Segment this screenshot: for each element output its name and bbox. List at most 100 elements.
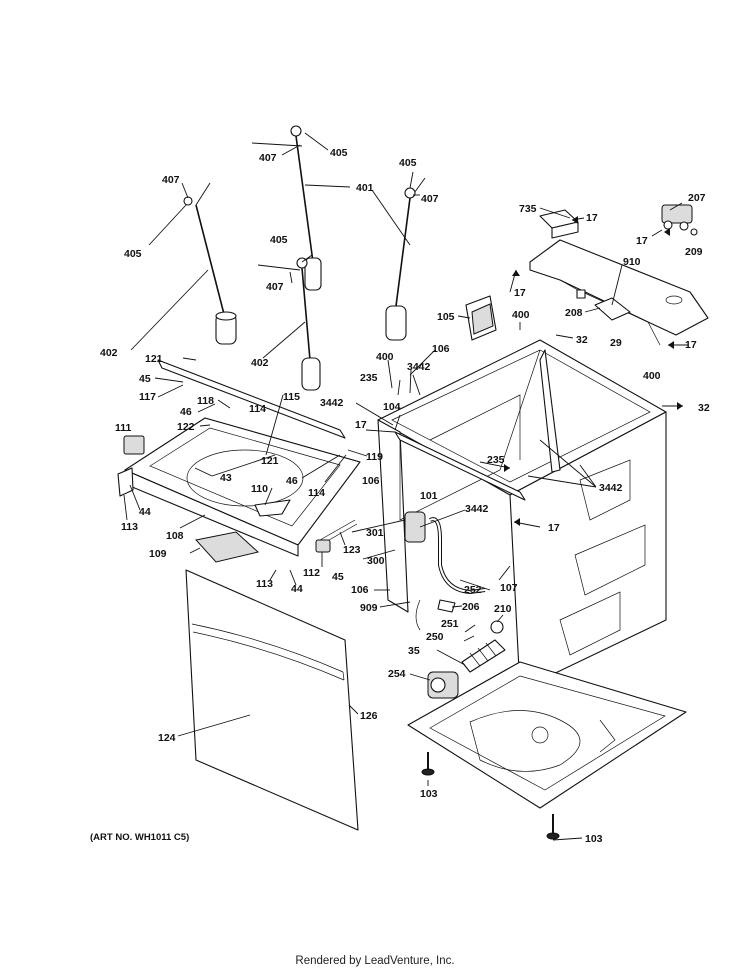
label-407: 407 xyxy=(259,152,277,164)
label-17: 17 xyxy=(514,287,526,299)
label-114: 114 xyxy=(249,403,266,415)
drain-hose-250 xyxy=(461,620,506,673)
label-910: 910 xyxy=(623,256,641,268)
label-123: 123 xyxy=(343,544,361,556)
label-104: 104 xyxy=(383,401,401,413)
label-44: 44 xyxy=(291,583,303,595)
suspension-rod-center xyxy=(251,125,322,291)
label-114: 114 xyxy=(308,487,325,499)
label-17: 17 xyxy=(636,235,648,247)
label-117: 117 xyxy=(139,391,156,403)
suspension-rod-right xyxy=(385,177,426,341)
label-45: 45 xyxy=(332,571,344,583)
label-119: 119 xyxy=(366,451,383,463)
drain-hose-assembly xyxy=(404,511,486,631)
label-32: 32 xyxy=(698,402,710,414)
label-101: 101 xyxy=(420,490,438,502)
label-103: 103 xyxy=(420,788,438,800)
top-cover-108 xyxy=(124,417,361,557)
label-106: 106 xyxy=(432,343,450,355)
label-109: 109 xyxy=(149,548,167,560)
label-105: 105 xyxy=(437,311,455,323)
label-121: 121 xyxy=(261,455,279,467)
label-3442: 3442 xyxy=(465,503,489,515)
label-405: 405 xyxy=(399,157,417,169)
label-17: 17 xyxy=(586,212,598,224)
label-301: 301 xyxy=(366,527,384,539)
label-235: 235 xyxy=(360,372,378,384)
label-251: 251 xyxy=(441,618,459,630)
cabinet-frame xyxy=(377,339,667,691)
valve-assembly-207 xyxy=(661,204,698,236)
label-402: 402 xyxy=(251,357,269,369)
label-29: 29 xyxy=(610,337,622,349)
label-235: 235 xyxy=(487,454,505,466)
label-118: 118 xyxy=(197,395,214,407)
label-250: 250 xyxy=(426,631,444,643)
label-107: 107 xyxy=(500,582,518,594)
label-43: 43 xyxy=(220,472,232,484)
leveling-leg-right xyxy=(546,814,560,840)
suspension-rod-left xyxy=(183,182,237,345)
label-110: 110 xyxy=(251,483,268,495)
label-106: 106 xyxy=(351,584,369,596)
label-206: 206 xyxy=(462,601,480,613)
label-400: 400 xyxy=(643,370,661,382)
label-207: 207 xyxy=(688,192,706,204)
leader-lines xyxy=(123,132,688,841)
label-405: 405 xyxy=(270,234,288,246)
label-32: 32 xyxy=(576,334,588,346)
label-400: 400 xyxy=(512,309,530,321)
module-105 xyxy=(465,295,497,341)
label-400: 400 xyxy=(376,351,394,363)
label-407: 407 xyxy=(162,174,180,186)
label-3442: 3442 xyxy=(407,361,431,373)
label-405: 405 xyxy=(330,147,348,159)
label-909: 909 xyxy=(360,602,378,614)
label-407: 407 xyxy=(266,281,284,293)
label-121: 121 xyxy=(145,353,163,365)
label-111: 111 xyxy=(115,422,132,434)
label-17: 17 xyxy=(685,339,697,351)
label-17: 17 xyxy=(355,419,367,431)
label-401: 401 xyxy=(356,182,374,194)
label-405: 405 xyxy=(124,248,142,260)
front-panel-124 xyxy=(185,569,359,831)
label-108: 108 xyxy=(166,530,184,542)
arrowheads xyxy=(504,216,683,526)
bracket-113 xyxy=(117,467,134,497)
label-103: 103 xyxy=(585,833,603,845)
label-3442: 3442 xyxy=(599,482,623,494)
footer-credit: Rendered by LeadVenture, Inc. xyxy=(295,955,455,967)
label-112: 112 xyxy=(303,567,320,579)
label-115: 115 xyxy=(283,391,300,403)
label-46: 46 xyxy=(286,475,298,487)
label-106: 106 xyxy=(362,475,380,487)
label-252: 252 xyxy=(464,584,482,596)
label-46: 46 xyxy=(180,406,192,418)
label-3442: 3442 xyxy=(320,397,344,409)
control-component-111 xyxy=(123,435,145,455)
callout-labels: 405 407 401 407 405 405 407 405 407 402 … xyxy=(100,147,710,845)
label-735: 735 xyxy=(519,203,537,215)
label-254: 254 xyxy=(388,668,406,680)
switch-112 xyxy=(315,539,331,553)
label-45: 45 xyxy=(139,373,151,385)
label-300: 300 xyxy=(367,555,385,567)
label-407: 407 xyxy=(421,193,439,205)
backsplash-panel xyxy=(529,239,709,346)
label-113: 113 xyxy=(256,578,273,590)
label-17: 17 xyxy=(548,522,560,534)
art-number: (ART NO. WH1011 C5) xyxy=(90,832,190,843)
label-126: 126 xyxy=(360,710,378,722)
label-113: 113 xyxy=(121,521,138,533)
cabinet-base xyxy=(407,661,687,809)
leveling-leg-left xyxy=(421,752,435,776)
label-122: 122 xyxy=(177,421,195,433)
label-124: 124 xyxy=(158,732,176,744)
label-209: 209 xyxy=(685,246,703,258)
label-208: 208 xyxy=(565,307,583,319)
pump-254 xyxy=(427,671,459,699)
label-210: 210 xyxy=(494,603,512,615)
